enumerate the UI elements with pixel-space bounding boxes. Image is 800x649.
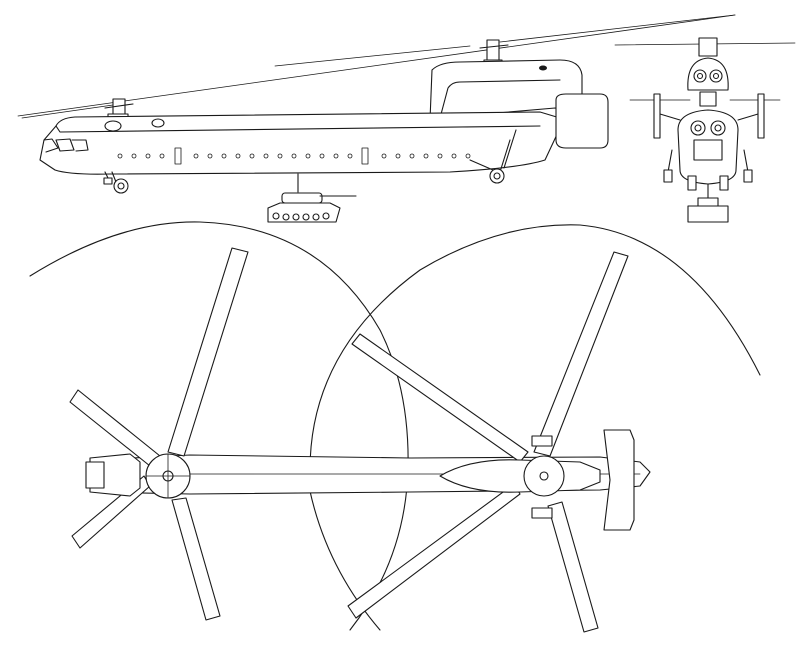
front-view: [614, 37, 796, 223]
tank-cargo-icon: [267, 192, 357, 223]
front-rotor-disc: [29, 221, 409, 631]
tail-pod: [555, 93, 609, 149]
top-view: [29, 221, 761, 633]
rear-rotor-disc: [309, 224, 761, 471]
main-gear: [469, 129, 517, 184]
tank-front-icon: [687, 183, 729, 223]
rear-rotor-blades-top: [347, 251, 629, 633]
side-view: [17, 14, 736, 223]
nose-gear: [103, 171, 129, 194]
front-rotor-blades-top: [69, 247, 249, 621]
side-rotor-blades: [17, 14, 736, 119]
rear-rotor-hub-top: [523, 455, 565, 497]
window-row: [117, 147, 471, 165]
